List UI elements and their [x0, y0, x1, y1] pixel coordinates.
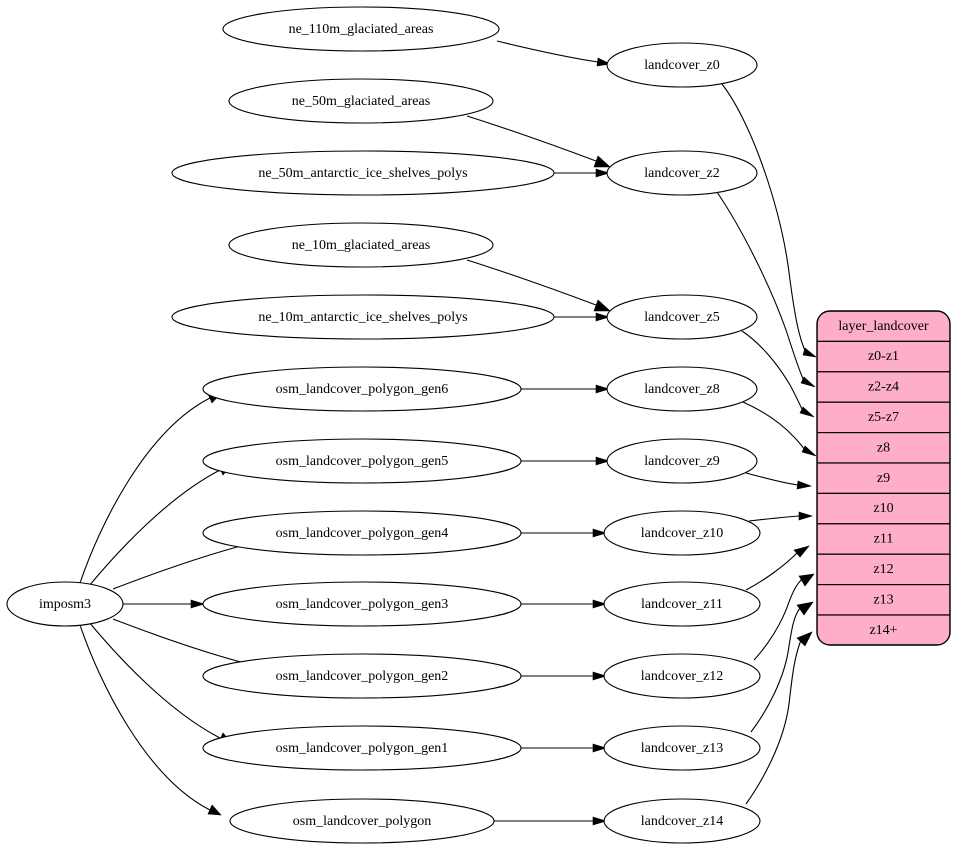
edge-z8-to-row-z8	[742, 401, 817, 457]
node-landcover-z0[interactable]: landcover_z0	[606, 42, 758, 88]
node-ne-50m-glaciated-areas[interactable]: ne_50m_glaciated_areas	[228, 78, 494, 124]
node-landcover-z13[interactable]: landcover_z13	[603, 725, 761, 771]
edge-z12-to-row-z12	[753, 573, 815, 661]
node-osm-landcover-polygon-gen6[interactable]: osm_landcover_polygon_gen6	[202, 366, 522, 412]
edge-z11-to-row-z11	[745, 545, 810, 591]
edge-gen2-to-z12	[521, 671, 608, 681]
table-row-z10[interactable]: z10	[817, 492, 950, 525]
edge-ne50m-glaciated-to-z2	[466, 115, 611, 168]
node-osm-landcover-polygon-gen4-shape[interactable]	[202, 510, 522, 556]
edge-z14-to-row-z14plus	[745, 631, 813, 805]
table-row-z13[interactable]: z13	[817, 583, 950, 616]
edge-ne10m-antarctic-to-z5	[554, 312, 611, 322]
edge-polygon-to-z14	[494, 816, 608, 826]
node-ne-10m-antarctic-ice-shelves-polys-shape[interactable]	[171, 294, 555, 340]
node-ne-10m-antarctic-ice-shelves-polys[interactable]: ne_10m_antarctic_ice_shelves_polys	[171, 294, 555, 340]
node-ne-50m-antarctic-ice-shelves-polys[interactable]: ne_50m_antarctic_ice_shelves_polys	[171, 150, 555, 196]
node-landcover-z9-shape[interactable]	[606, 438, 758, 484]
node-osm-landcover-polygon-gen2-shape[interactable]	[202, 653, 522, 699]
node-landcover-z12-shape[interactable]	[603, 653, 761, 699]
edge-z0-to-row-z0z1	[721, 83, 818, 358]
edge-gen3-to-z11	[521, 599, 608, 609]
node-ne-10m-glaciated-areas-shape[interactable]	[228, 222, 494, 268]
table-row-z2-z4[interactable]: z2-z4	[817, 371, 950, 403]
table-row-z5-z7[interactable]: z5-z7	[817, 401, 950, 434]
node-landcover-z10-shape[interactable]	[603, 510, 761, 556]
node-osm-landcover-polygon[interactable]: osm_landcover_polygon	[229, 798, 495, 844]
edge-ne110m-to-z0	[496, 40, 611, 67]
node-osm-landcover-polygon-gen5[interactable]: osm_landcover_polygon_gen5	[202, 438, 522, 484]
node-ne-10m-glaciated-areas[interactable]: ne_10m_glaciated_areas	[228, 222, 494, 268]
node-osm-landcover-polygon-gen3[interactable]: osm_landcover_polygon_gen3	[202, 581, 522, 627]
source-nodes-group: imposm3	[6, 581, 124, 627]
node-landcover-z5-shape[interactable]	[606, 294, 758, 340]
node-ne-50m-glaciated-areas-shape[interactable]	[228, 78, 494, 124]
edge-gen5-to-z9	[521, 456, 611, 466]
node-landcover-z10[interactable]: landcover_z10	[603, 510, 761, 556]
node-landcover-z9[interactable]: landcover_z9	[606, 438, 758, 484]
edge-imposm3-to-gen3	[123, 599, 206, 609]
node-landcover-z11-shape[interactable]	[603, 581, 761, 627]
node-ne-110m-glaciated-areas[interactable]: ne_110m_glaciated_areas	[222, 6, 500, 52]
edge-gen4-to-z10	[521, 528, 608, 538]
table-row-z12[interactable]: z12	[817, 553, 950, 586]
node-landcover-z2[interactable]: landcover_z2	[606, 150, 758, 196]
layer-landcover-table: layer_landcover z0-z1 z2-z4 z5-z7 z8	[816, 310, 951, 646]
node-osm-landcover-polygon-gen4[interactable]: osm_landcover_polygon_gen4	[202, 510, 522, 556]
edge-imposm3-to-polygon	[79, 624, 222, 816]
node-osm-landcover-polygon-gen6-shape[interactable]	[202, 366, 522, 412]
node-imposm3[interactable]: imposm3	[6, 581, 124, 627]
table-row-z14-plus[interactable]: z14+	[817, 614, 950, 645]
table-header-cell[interactable]: layer_landcover	[817, 311, 950, 342]
node-landcover-z5[interactable]: landcover_z5	[606, 294, 758, 340]
node-osm-landcover-polygon-gen2[interactable]: osm_landcover_polygon_gen2	[202, 653, 522, 699]
table-row-z0-z1[interactable]: z0-z1	[817, 340, 950, 373]
edge-imposm3-to-gen6	[79, 392, 222, 584]
edge-ne10m-glaciated-to-z5	[466, 259, 611, 312]
edge-z9-to-row-z9	[745, 472, 813, 490]
node-landcover-z8-shape[interactable]	[606, 366, 758, 412]
node-osm-landcover-polygon-shape[interactable]	[229, 798, 495, 844]
node-landcover-z13-shape[interactable]	[603, 725, 761, 771]
edge-z5-to-row-z5z7	[741, 330, 815, 418]
node-landcover-z0-shape[interactable]	[606, 42, 758, 88]
node-ne-110m-glaciated-areas-shape[interactable]	[222, 6, 500, 52]
edge-ne50m-antarctic-to-z2	[554, 168, 611, 178]
node-landcover-z14[interactable]: landcover_z14	[603, 798, 761, 844]
node-landcover-z2-shape[interactable]	[606, 150, 758, 196]
layer-nodes-group: landcover_z0 landcover_z2 landcover_z5 l…	[603, 42, 761, 844]
table-border	[816, 310, 951, 646]
edge-z2-to-row-z2z4	[716, 191, 816, 388]
table-row-z11[interactable]: z11	[817, 523, 950, 555]
node-landcover-z14-shape[interactable]	[603, 798, 761, 844]
edge-imposm3-to-gen5	[88, 463, 233, 587]
node-landcover-z11[interactable]: landcover_z11	[603, 581, 761, 627]
node-landcover-z8[interactable]: landcover_z8	[606, 366, 758, 412]
edge-z13-to-row-z13	[750, 601, 814, 733]
node-landcover-z12[interactable]: landcover_z12	[603, 653, 761, 699]
table-row-z8[interactable]: z8	[817, 432, 950, 464]
edge-gen6-to-z8	[521, 384, 611, 394]
edge-gen1-to-z13	[521, 743, 608, 753]
node-osm-landcover-polygon-gen1-shape[interactable]	[202, 725, 522, 771]
node-ne-50m-antarctic-ice-shelves-polys-shape[interactable]	[171, 150, 555, 196]
node-osm-landcover-polygon-gen1[interactable]: osm_landcover_polygon_gen1	[202, 725, 522, 771]
input-nodes-group: ne_110m_glaciated_areas ne_50m_glaciated…	[171, 6, 555, 844]
edge-z10-to-row-z10	[748, 511, 814, 522]
table-row-z9[interactable]: z9	[817, 462, 950, 494]
node-imposm3-shape[interactable]	[6, 581, 124, 627]
node-osm-landcover-polygon-gen3-shape[interactable]	[202, 581, 522, 627]
node-osm-landcover-polygon-gen5-shape[interactable]	[202, 438, 522, 484]
